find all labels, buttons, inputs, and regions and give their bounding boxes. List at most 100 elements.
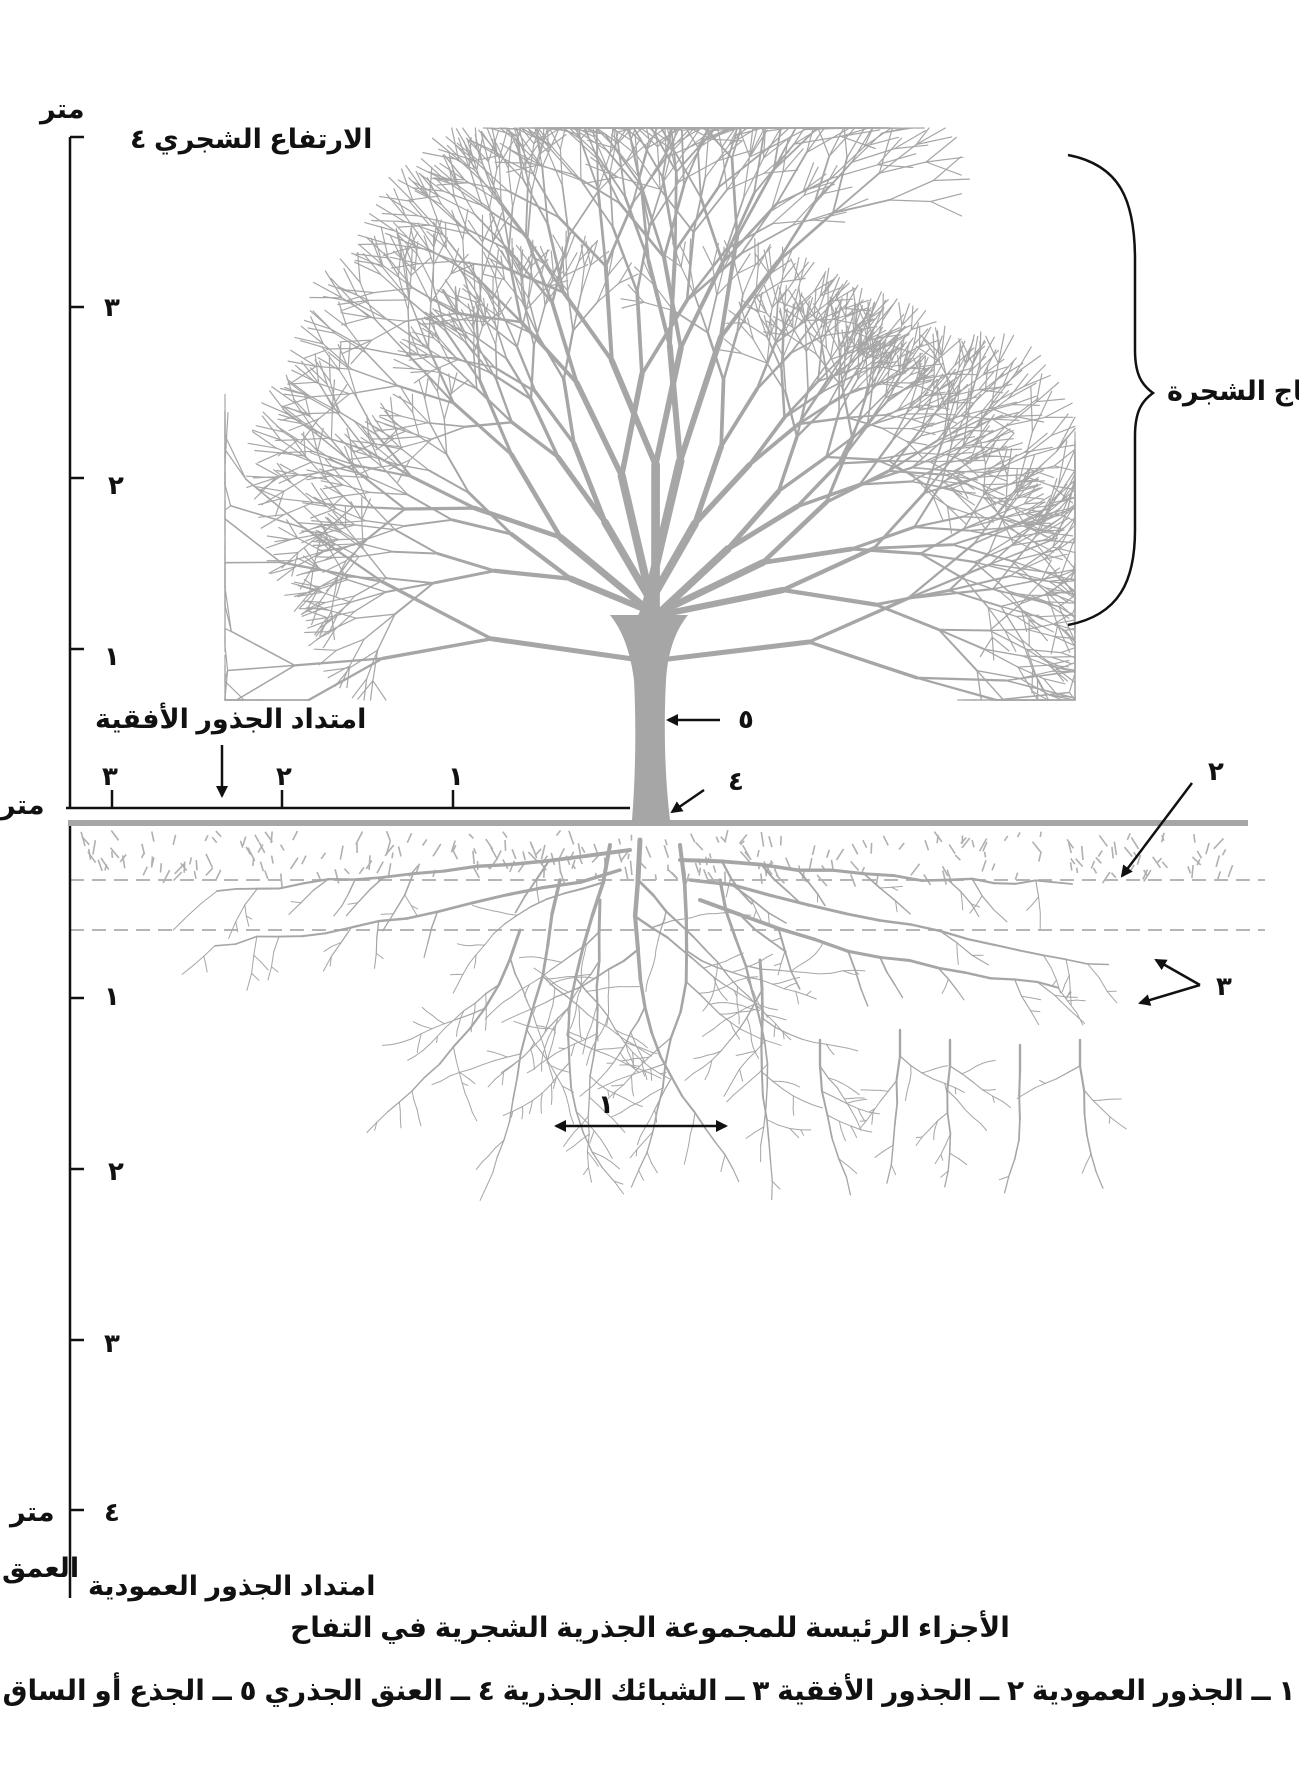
crown-branch [508,137,512,169]
soil-hatch-mark [161,863,162,872]
root-segment [704,968,714,977]
root-segment [727,1095,734,1102]
root-segment [723,1155,725,1163]
root-segment [775,1027,788,1034]
soil-hatch-mark [1040,832,1041,837]
root-segment [839,1121,841,1128]
root-segment [457,1024,459,1030]
crown-branch [281,499,313,503]
soil-hatch-mark [631,861,632,875]
soil-hatch-mark [377,862,383,874]
root-segment [710,995,713,1001]
crown-branch [723,194,754,263]
crown-branch [499,159,501,201]
soil-hatch-mark [1228,865,1232,877]
root-segment [955,1088,956,1094]
root-segment [851,1109,857,1119]
root-segment [349,880,356,894]
horizontal-root [832,870,864,874]
crown-branch [660,642,809,660]
crown-branch [990,629,1027,630]
root-segment [247,973,252,990]
root-segment [962,1071,969,1074]
crown-branch [708,295,717,332]
crown-branch [941,339,962,357]
root-segment [694,1058,700,1059]
horizontal-roots-callout-number: ٢ [1208,756,1224,786]
horizontal-root [922,880,948,881]
crown-branch [814,220,845,222]
crown-branch [475,128,476,148]
soil-hatch-mark [1004,836,1007,841]
soil-hatch-mark [1127,833,1130,840]
root-segment [710,1003,718,1004]
root-segment [941,1155,943,1161]
crown-branch [916,128,945,145]
crown-branch [393,552,438,554]
soil-hatch-mark [152,856,153,866]
horizontal-root [995,945,1020,951]
root-segment [638,840,640,880]
root-segment [751,1033,752,1040]
root-segment [639,1170,644,1180]
crown-branch [383,429,398,444]
horizontal-extent-axis: متر امتداد الجذور الأفقية ٣ ٢ ١ [0,702,630,821]
root-segment [1022,996,1031,1011]
root-segment [399,1102,400,1111]
root-segment [421,1029,432,1034]
root-segment [289,903,301,915]
root-segment [810,954,815,959]
soil-hatch-mark [757,850,759,857]
crown-branch [612,361,656,465]
root-segment [412,1091,414,1101]
root-segment [504,915,517,924]
root-segment [635,880,638,916]
root-segment [685,883,687,919]
soil-hatch-mark [1192,865,1193,878]
root-segment [773,984,784,989]
root-segment [274,937,279,952]
root-segment [708,1067,710,1073]
soil-hatch-mark [1114,842,1116,855]
horizontal-root [991,978,1015,979]
soil-hatch-mark [1197,851,1201,858]
root-segment [1107,991,1117,1002]
root-segment [854,1091,859,1095]
root-segment [589,1076,590,1097]
root-segment [687,1145,689,1155]
root-segment [973,1117,981,1124]
soil-hatch-mark [1218,871,1221,879]
soil-hatch-mark [696,863,699,873]
root-segment [959,1159,967,1165]
soil-hatch-mark [206,868,213,876]
crown-branch [670,251,676,346]
root-segment [603,1157,612,1163]
root-segment [945,1083,956,1087]
root-segment [742,1011,749,1012]
root-segment [768,913,786,923]
crown-branch [981,405,1013,414]
root-segment [729,1079,734,1088]
crown-branch [295,658,383,665]
root-segment [485,985,499,1009]
root-segment [719,990,723,995]
crown-branch [926,162,961,175]
soil-hatch-mark [1131,837,1138,849]
root-segment [761,1018,762,1046]
root-segment [587,990,596,991]
root-segment [562,989,569,993]
root-segment [537,1026,544,1027]
root-segment [820,1066,822,1091]
root-segment [424,1064,439,1077]
crown-branch [306,618,327,621]
root-segment [725,1155,733,1169]
crown-branch [1015,356,1040,374]
root-segment [946,979,949,987]
root-segment [780,1018,786,1020]
root-segment [1069,976,1070,991]
root-segment [510,1100,513,1122]
root-segment [893,1125,895,1146]
root-segment [588,1053,590,1060]
crown-branch [839,461,889,464]
